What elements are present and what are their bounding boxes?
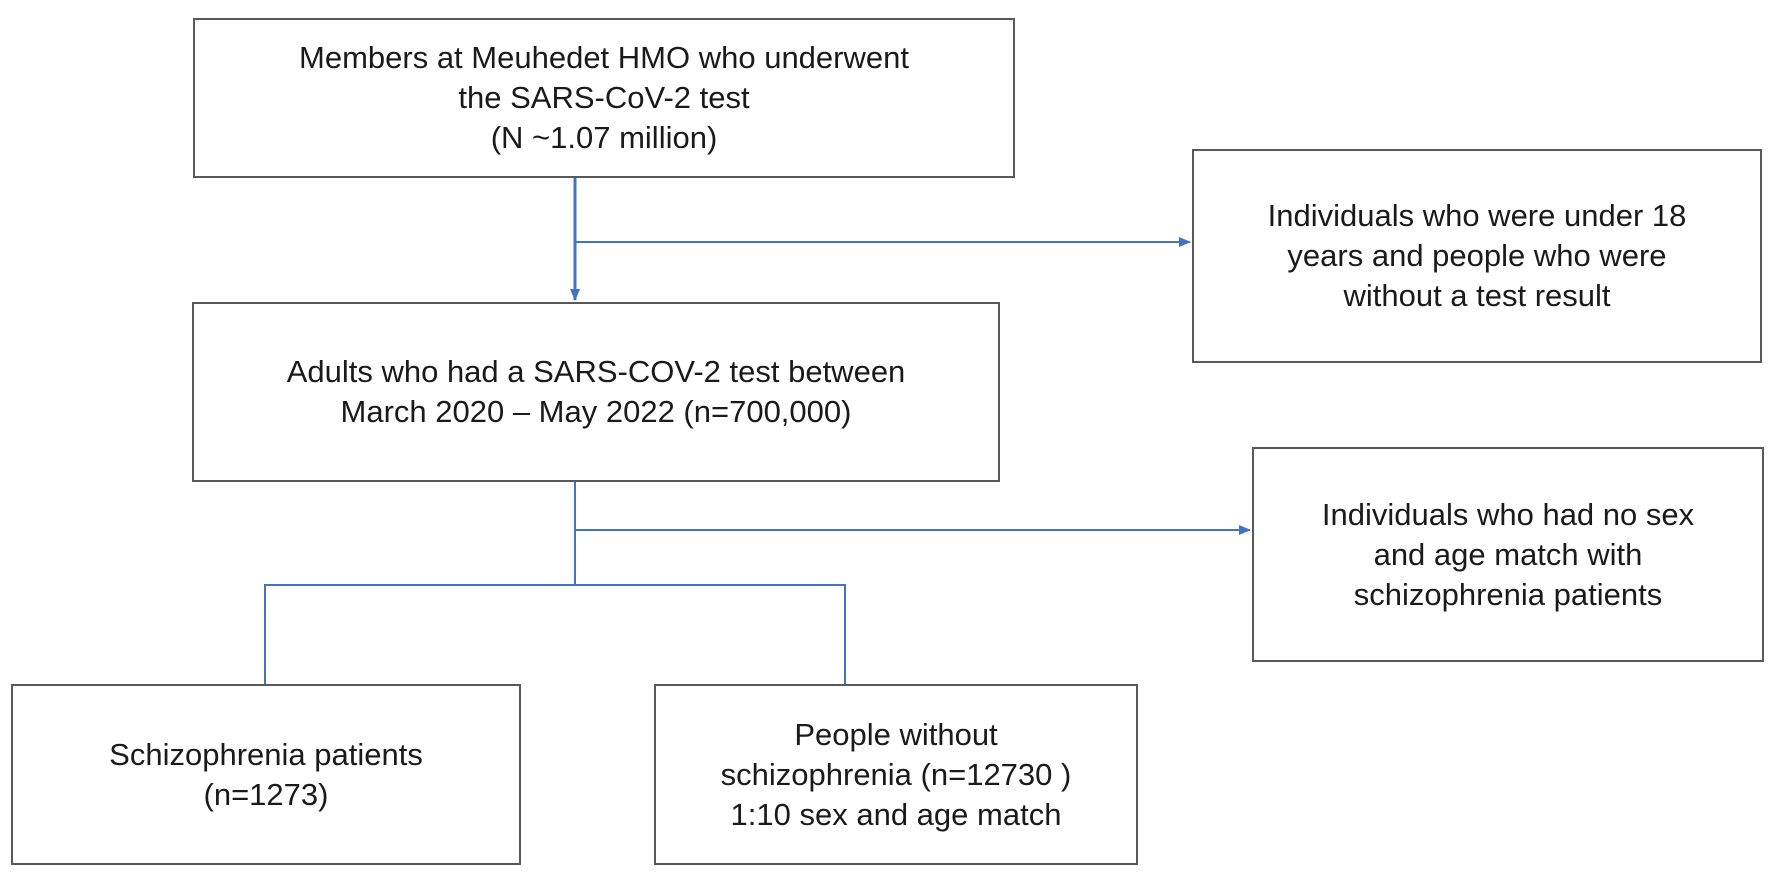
excluded-nomatch-line-1: Individuals who had no sex [1321,496,1695,532]
excluded-under18-box: Individuals who were under 18 years and … [1192,149,1762,363]
controls-box: People without schizophrenia (n=12730 ) … [654,684,1138,865]
schizophrenia-line-2: (n=1273) [203,776,329,812]
schizophrenia-box: Schizophrenia patients (n=1273) [11,684,521,865]
controls-line-1: People without [794,716,998,752]
excluded-under18-line-3: without a test result [1343,278,1611,313]
controls-line-3: 1:10 sex and age match [730,796,1062,832]
excluded-under18-line-1: Individuals who were under 18 [1267,198,1687,233]
members-line-2: the SARS-CoV-2 test [458,80,750,115]
controls-line-2: schizophrenia (n=12730 ) [720,756,1072,792]
split-bracket [264,584,846,684]
members-line-3: (N ~1.07 million) [490,120,718,155]
excluded-under18-line-2: years and people who were [1287,238,1667,273]
excluded-nomatch-line-3: schizophrenia patients [1353,576,1663,612]
members-line-1: Members at Meuhedet HMO who underwent [299,40,909,75]
excluded-nomatch-box: Individuals who had no sex and age match… [1252,447,1764,662]
adults-box: Adults who had a SARS-COV-2 test between… [192,302,1000,482]
excluded-nomatch-line-2: and age match with [1373,536,1643,572]
adults-line-2: March 2020 – May 2022 (n=700,000) [340,394,852,429]
schizophrenia-line-1: Schizophrenia patients [109,736,423,772]
members-box: Members at Meuhedet HMO who underwent th… [193,18,1015,178]
adults-line-1: Adults who had a SARS-COV-2 test between [286,354,906,389]
